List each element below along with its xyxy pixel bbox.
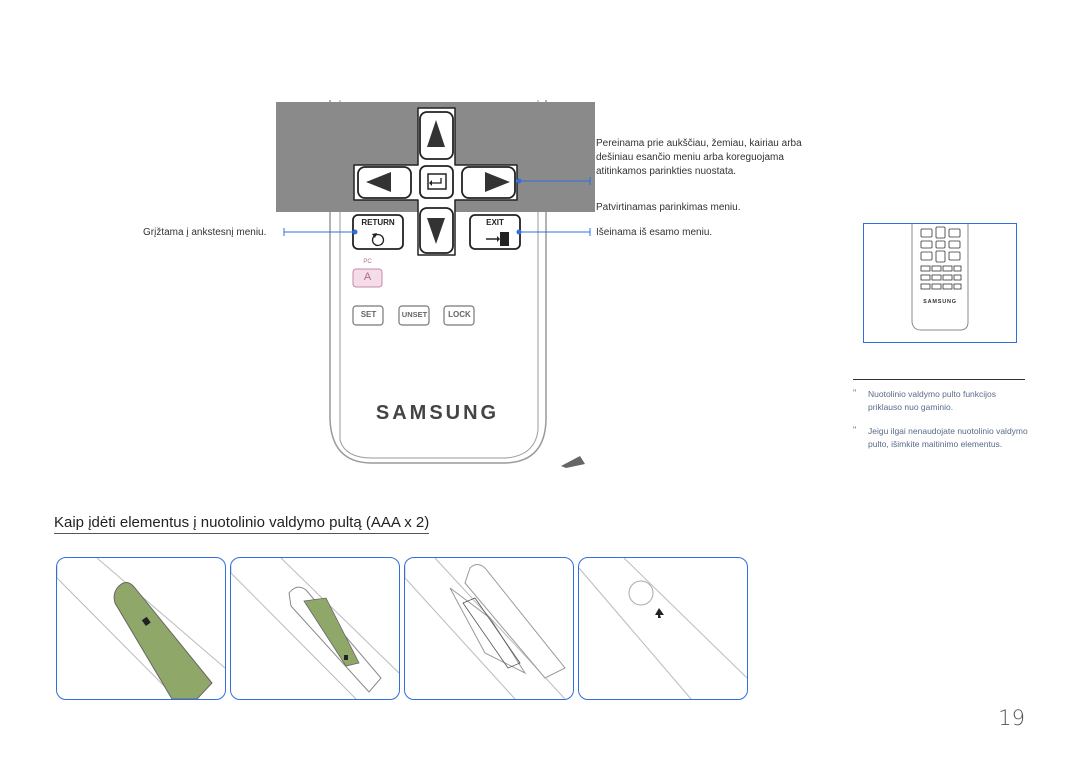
remote-thumbnail: SAMSUNG bbox=[863, 223, 1017, 343]
unset-key-label: UNSET bbox=[401, 310, 428, 319]
note-text: Nuotolinio valdymo pulto funkcijos prikl… bbox=[868, 389, 997, 412]
section-heading: Kaip įdėti elementus į nuotolinio valdym… bbox=[54, 514, 430, 534]
battery-step-2 bbox=[230, 557, 400, 700]
note-1: " Nuotolinio valdymo pulto funkcijos pri… bbox=[853, 388, 1028, 414]
battery-step-3 bbox=[404, 557, 574, 700]
a-key-label: A bbox=[363, 271, 372, 283]
closed-remote-illustration bbox=[579, 558, 747, 699]
note-2: " Jeigu ilgai nenaudojate nuotolinio val… bbox=[853, 425, 1028, 451]
insert-batteries-illustration bbox=[231, 558, 399, 699]
pc-label: PC bbox=[363, 259, 372, 265]
samsung-logo: SAMSUNG bbox=[375, 402, 500, 424]
lock-key-label: LOCK bbox=[448, 310, 471, 319]
arrows-annotation: Pereinama prie aukščiau, žemiau, kairiau… bbox=[596, 138, 802, 177]
enter-annotation: Patvirtinamas parinkimas meniu. bbox=[596, 202, 741, 213]
page-number: 19 bbox=[998, 706, 1025, 730]
return-annotation: Grįžtama į ankstesnį meniu. bbox=[143, 227, 267, 238]
open-cover-illustration bbox=[57, 558, 225, 699]
note-mark: " bbox=[853, 388, 857, 398]
close-cover-illustration bbox=[405, 558, 566, 699]
note-text: Jeigu ilgai nenaudojate nuotolinio valdy… bbox=[868, 426, 1028, 449]
remote-illustration bbox=[276, 100, 595, 468]
notes-divider bbox=[853, 379, 1025, 380]
note-mark: " bbox=[853, 425, 857, 435]
battery-step-1 bbox=[56, 557, 226, 700]
exit-key-label: EXIT bbox=[486, 218, 504, 227]
set-key-label: SET bbox=[360, 310, 377, 319]
exit-annotation: Išeinama iš esamo meniu. bbox=[596, 227, 713, 238]
thumbnail-remote-icon bbox=[911, 224, 969, 331]
thumbnail-brand: SAMSUNG bbox=[923, 299, 957, 305]
return-key-label: RETURN bbox=[361, 218, 395, 227]
battery-step-4 bbox=[578, 557, 748, 700]
